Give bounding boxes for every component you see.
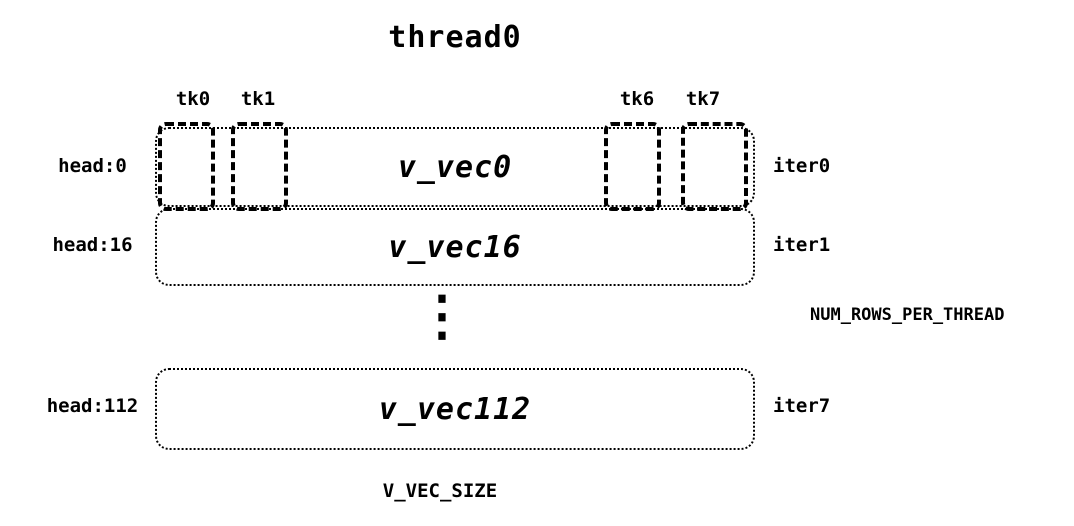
iter7-label: iter7 <box>773 395 831 417</box>
tk6-box <box>604 122 661 211</box>
v-vec-size-label: V_VEC_SIZE <box>382 480 498 502</box>
v-vec16-box: v_vec16 <box>155 208 755 286</box>
v-vec112-box: v_vec112 <box>155 368 755 450</box>
tk7-label: tk7 <box>685 88 721 110</box>
tk0-box <box>158 122 215 211</box>
diagram-title: thread0 <box>388 20 522 55</box>
v-vec16-text: v_vec16 <box>388 229 522 265</box>
tk6-label: tk6 <box>619 88 655 110</box>
tk7-box <box>681 122 748 211</box>
head112-label: head:112 <box>46 395 139 417</box>
v-vec0-box: v_vec0 <box>155 127 755 207</box>
head0-label: head:0 <box>58 155 127 177</box>
iter1-label: iter1 <box>773 234 831 256</box>
v-vec0-text: v_vec0 <box>397 149 513 185</box>
num-rows-per-thread-label: NUM_ROWS_PER_THREAD <box>810 305 1005 325</box>
tk0-label: tk0 <box>175 88 211 110</box>
v-vec112-text: v_vec112 <box>378 391 532 427</box>
iter0-label: iter0 <box>773 155 831 177</box>
vertical-ellipsis: ⋮ <box>415 284 469 347</box>
tk1-box <box>231 122 288 211</box>
head16-label: head:16 <box>52 234 133 256</box>
tk1-label: tk1 <box>240 88 276 110</box>
